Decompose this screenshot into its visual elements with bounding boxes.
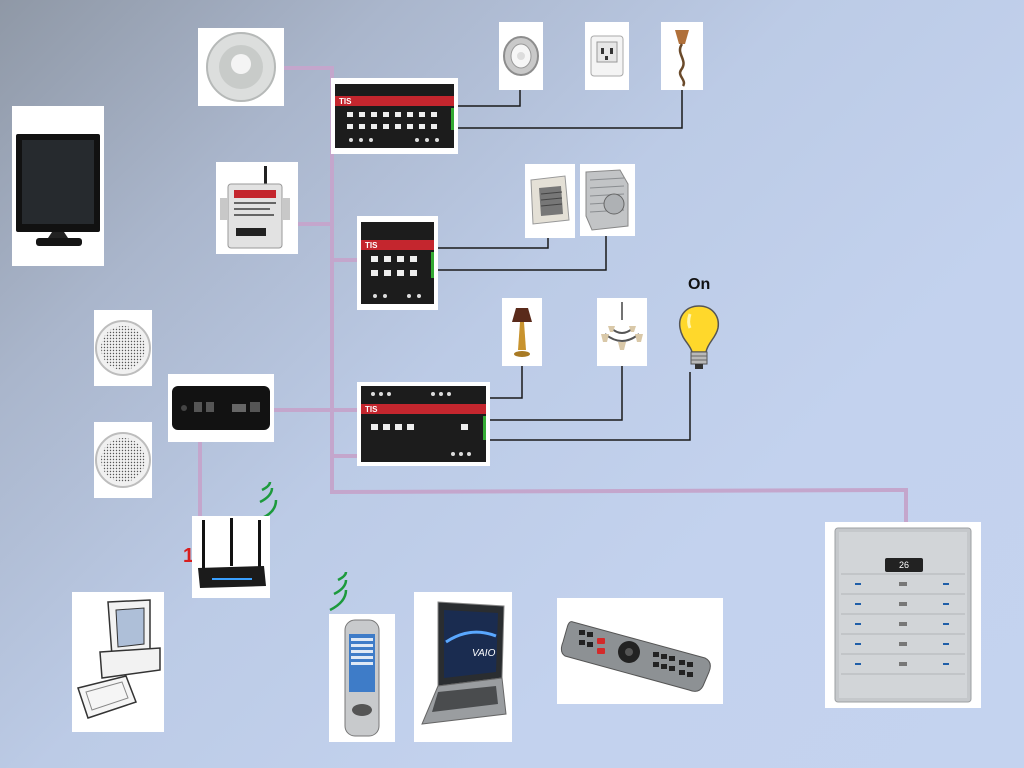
- remote-control-icon: [557, 598, 723, 704]
- light-state-label: On: [688, 276, 711, 293]
- device-wires: [438, 90, 691, 441]
- wall-panel-icon: 26: [825, 522, 981, 708]
- laptop-icon: VAIO: [414, 592, 512, 742]
- router-address-label: 1: [183, 545, 195, 567]
- power-socket-icon: [585, 22, 629, 90]
- gsm-port-icon: [216, 162, 298, 254]
- tis-logo: TIS: [339, 97, 352, 106]
- chandelier-icon: [597, 298, 647, 366]
- tis-logo: TIS: [365, 405, 378, 414]
- panel-temperature-display: 26: [885, 558, 923, 572]
- desktop-pc-icon: [72, 592, 164, 732]
- router-icon: [192, 516, 270, 598]
- wireless-signals: [259, 481, 348, 612]
- fan-coil-icon: [580, 164, 635, 236]
- table-lamp-icon: [502, 298, 542, 366]
- ceiling-speaker-icon: [94, 310, 152, 386]
- bus-lines: [198, 66, 908, 522]
- ceiling-speaker-icon: [94, 422, 152, 498]
- tis-hvac-module: TIS: [357, 216, 438, 310]
- smartphone-icon: [329, 614, 395, 742]
- wifi-signal-icon: [261, 481, 272, 492]
- ceiling-sensor-icon: [198, 28, 284, 106]
- monitor-icon: [12, 106, 104, 266]
- tis-relay-module: TIS: [331, 78, 458, 154]
- downlight-icon: [499, 22, 543, 90]
- media-box-icon: [168, 374, 274, 442]
- tis-logo: TIS: [365, 241, 378, 250]
- wifi-signal-icon: [337, 571, 348, 582]
- laptop-brand: VAIO: [472, 648, 496, 659]
- light-bulb-icon: [676, 302, 722, 374]
- tis-dimmer-module: TIS: [357, 382, 490, 466]
- wall-lamp-icon: [661, 22, 703, 90]
- ac-unit-icon: [525, 164, 575, 238]
